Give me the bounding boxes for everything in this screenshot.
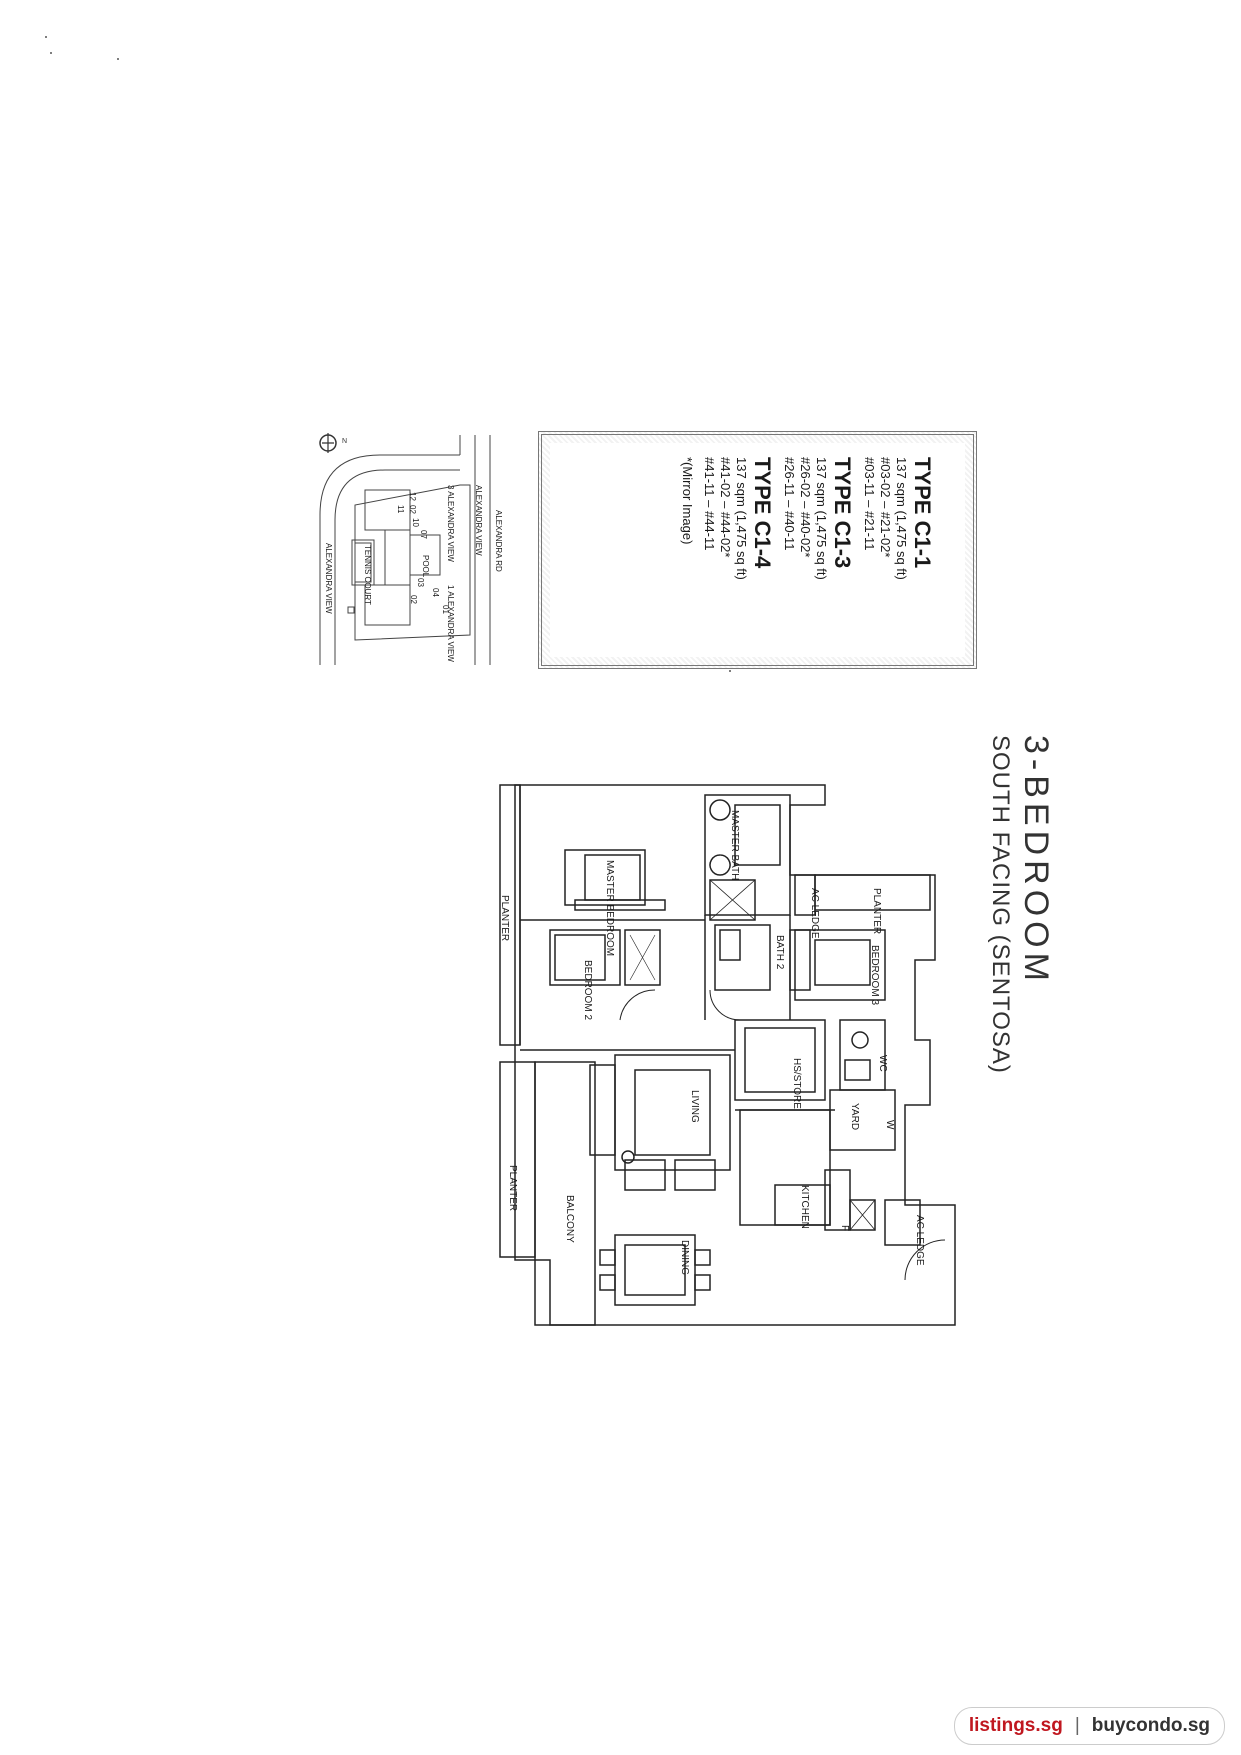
- road-label-top: ALEXANDRA VIEW: [474, 485, 483, 556]
- room-ac-ledge-top: AC LEDGE: [809, 888, 820, 939]
- footer-separator: |: [1074, 1715, 1080, 1736]
- pool-label: POOL: [421, 555, 430, 578]
- room-planter-top: PLANTER: [871, 888, 882, 935]
- footer-link-listings[interactable]: listings.sg: [968, 1715, 1063, 1736]
- stack-label: 10: [411, 518, 420, 527]
- scan-speck: [45, 36, 47, 38]
- unit-type-box: [538, 431, 977, 669]
- stack-label: 03: [416, 578, 425, 587]
- room-hs-store: HS/STORE: [791, 1058, 802, 1109]
- footer-badge: listings.sg | buycondo.sg: [953, 1707, 1225, 1745]
- stack-label: 02: [409, 595, 418, 604]
- stack-label: 02: [408, 505, 417, 514]
- stack-label: 12: [408, 492, 417, 501]
- footer-link-buycondo[interactable]: buycondo.sg: [1091, 1715, 1210, 1736]
- heading-title: 3-BEDROOM: [1017, 735, 1055, 986]
- room-bedroom3: BEDROOM 3: [869, 945, 880, 1006]
- tennis-label: TENNIS COURT: [363, 545, 372, 605]
- room-master-bedroom: MASTER BEDROOM: [604, 860, 615, 957]
- stack-label: 07: [419, 530, 428, 539]
- heading-subtitle: SOUTH FACING (SENTOSA): [987, 735, 1014, 1074]
- north-arrow-icon: [319, 433, 337, 453]
- room-kitchen: KITCHEN: [799, 1185, 810, 1229]
- room-master-bath: MASTER BATH: [729, 810, 740, 881]
- room-yard: YARD: [849, 1103, 860, 1131]
- site-plan: N: [319, 433, 491, 665]
- room-dining: DINING: [679, 1240, 690, 1275]
- stack-label: 01: [441, 605, 450, 614]
- room-ac-ledge-bottom: AC LEDGE: [914, 1215, 925, 1266]
- room-balcony: BALCONY: [564, 1195, 575, 1243]
- road-label-left: ALEXANDRA VIEW: [324, 543, 333, 614]
- room-w: W: [884, 1120, 895, 1130]
- block-label-1: 1 ALEXANDRA VIEW: [446, 585, 455, 662]
- road-label-right: ALEXANDRA RD: [494, 510, 503, 572]
- room-wc: WC: [877, 1055, 888, 1072]
- floor-plan: [499, 784, 956, 1326]
- scan-speck: [117, 58, 119, 60]
- room-bath2: BATH 2: [774, 935, 785, 970]
- room-living: LIVING: [689, 1090, 700, 1123]
- room-bedroom2: BEDROOM 2: [582, 960, 593, 1021]
- block-label-3: 3 ALEXANDRA VIEW: [446, 485, 455, 562]
- page-heading: 3-BEDROOM SOUTH FACING (SENTOSA): [986, 735, 1055, 1074]
- stack-label: 04: [431, 588, 440, 597]
- stack-label: 11: [396, 505, 405, 514]
- room-f: F: [839, 1225, 850, 1232]
- scan-speck: [729, 670, 731, 672]
- room-planter-bottom: PLANTER: [507, 1165, 518, 1212]
- north-label: N: [342, 438, 347, 445]
- room-planter-left: PLANTER: [499, 895, 510, 942]
- scan-speck: [50, 52, 52, 54]
